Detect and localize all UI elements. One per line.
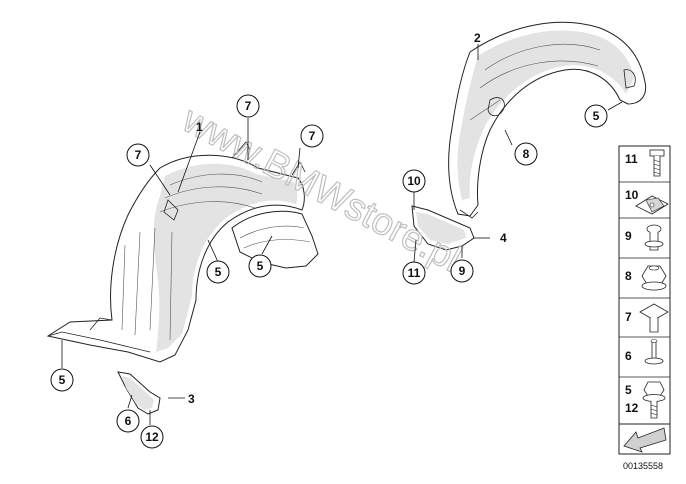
legend-label-9: 9 [625, 229, 632, 243]
wheel-arch-liner-front [46, 141, 319, 363]
clip-nut-icon [639, 303, 669, 333]
svg-text:5: 5 [59, 373, 66, 387]
svg-text:7: 7 [135, 148, 142, 162]
callout-4: 4 [500, 231, 507, 245]
svg-text:7: 7 [309, 129, 316, 143]
callout-9: 9 [450, 259, 474, 283]
wheel-arch-liner-rear [448, 21, 647, 219]
svg-text:9: 9 [459, 264, 466, 278]
callout-6: 6 [116, 409, 140, 433]
collar-screw-icon [642, 381, 666, 419]
callout-8: 8 [514, 142, 538, 166]
callout-11: 11 [402, 261, 426, 285]
legend-label-10: 10 [625, 188, 639, 202]
svg-text:11: 11 [408, 266, 421, 280]
callout-10: 10 [402, 169, 426, 193]
expanding-rivet-icon [644, 224, 664, 251]
bracket-part-4 [411, 205, 475, 251]
svg-text:10: 10 [407, 174, 421, 188]
callout-1: 1 [196, 120, 203, 134]
legend-label-8: 8 [625, 269, 632, 283]
callout-7-right: 7 [300, 124, 324, 148]
legend-label-7: 7 [625, 310, 632, 324]
legend-label-5: 5 [625, 383, 632, 397]
svg-text:6: 6 [125, 414, 132, 428]
diagram-code: 00135558 [623, 461, 663, 471]
callout-2: 2 [474, 31, 481, 45]
svg-text:8: 8 [523, 147, 530, 161]
nut-clip-icon [635, 195, 669, 215]
svg-text:12: 12 [145, 430, 159, 444]
direction-arrow-icon [618, 423, 671, 455]
hex-nut-icon [641, 265, 667, 291]
callout-3: 3 [188, 392, 195, 406]
legend-label-6: 6 [625, 349, 632, 363]
svg-text:7: 7 [245, 99, 252, 113]
callout-5-front-inner: 5 [248, 254, 272, 278]
callout-12: 12 [140, 425, 164, 449]
screw-icon [649, 149, 665, 177]
plastic-rivet-icon [644, 339, 664, 365]
svg-text:5: 5 [593, 109, 600, 123]
callout-5-rear: 5 [584, 104, 608, 128]
callout-5-front-low: 5 [50, 368, 74, 392]
legend-label-12: 12 [625, 401, 639, 415]
trim-piece-part-3 [117, 371, 161, 415]
callout-5-front-mid: 5 [206, 260, 230, 284]
svg-text:5: 5 [257, 259, 264, 273]
callout-7-middle: 7 [236, 94, 260, 118]
legend-label-11: 11 [625, 152, 638, 166]
callout-7-left: 7 [126, 143, 150, 167]
svg-text:5: 5 [215, 265, 222, 279]
leader-lines [61, 44, 623, 425]
parts-legend: 11 10 9 8 7 [618, 145, 671, 455]
